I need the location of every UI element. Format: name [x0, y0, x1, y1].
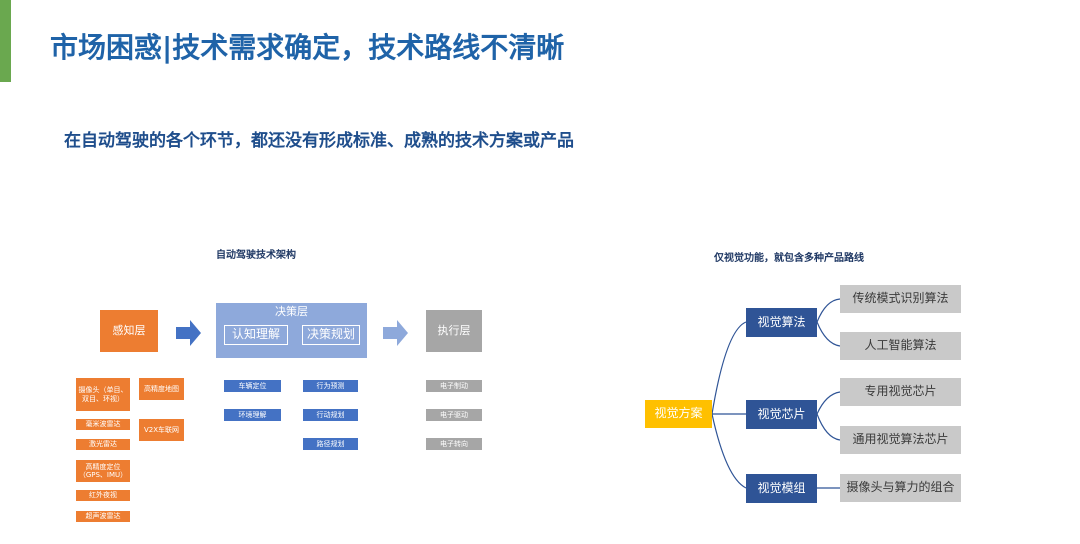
environment-understanding-item: 环境理解 — [224, 409, 281, 421]
cognition-box: 认知理解 — [224, 325, 288, 345]
page-title: 市场困惑|技术需求确定，技术路线不清晰 — [50, 31, 565, 64]
action-planning-item: 行动规划 — [303, 409, 358, 421]
vision-chip-node: 视觉芯片 — [746, 400, 817, 429]
sensor-hd-positioning: 高精度定位（GPS、IMU） — [76, 460, 130, 482]
electronic-steering-item: 电子转向 — [426, 438, 482, 450]
vision-module-node: 视觉模组 — [746, 474, 817, 503]
vehicle-localization-item: 车辆定位 — [224, 380, 281, 392]
behavior-prediction-item: 行为预测 — [303, 380, 358, 392]
vision-algorithm-node: 视觉算法 — [746, 308, 817, 337]
decision-layer-label: 决策层 — [275, 305, 308, 318]
electronic-drive-item: 电子驱动 — [426, 409, 482, 421]
general-vision-chip-leaf: 通用视觉算法芯片 — [840, 426, 961, 454]
vision-solution-root: 视觉方案 — [645, 400, 712, 428]
path-planning-item: 路径规划 — [303, 438, 358, 450]
arrow-right-icon — [176, 320, 201, 346]
decision-layer: 决策层 认知理解 决策规划 — [216, 303, 367, 358]
v2x-item: V2X车联网 — [139, 419, 184, 441]
page-subtitle: 在自动驾驶的各个环节，都还没有形成标准、成熟的技术方案或产品 — [64, 131, 574, 151]
hd-map-item: 高精度地图 — [139, 378, 184, 400]
accent-bar — [0, 0, 11, 82]
ai-algorithm-leaf: 人工智能算法 — [840, 332, 961, 360]
camera-compute-combo-leaf: 摄像头与算力的组合 — [840, 474, 961, 502]
vision-caption: 仅视觉功能，就包含多种产品路线 — [714, 253, 864, 264]
traditional-pattern-recognition-leaf: 传统模式识别算法 — [840, 285, 961, 313]
planning-box: 决策规划 — [302, 325, 360, 345]
architecture-caption: 自动驾驶技术架构 — [216, 250, 296, 261]
arrow-right-icon — [383, 320, 408, 346]
perception-layer: 感知层 — [100, 310, 158, 352]
sensor-camera: 摄像头（单目、双目、环视） — [76, 378, 130, 411]
tree-connectors — [711, 298, 841, 489]
dedicated-vision-chip-leaf: 专用视觉芯片 — [840, 378, 961, 406]
sensor-ultrasonic: 超声波雷达 — [76, 511, 130, 522]
sensor-mmwave-radar: 毫米波雷达 — [76, 419, 130, 430]
sensor-infrared: 红外夜视 — [76, 490, 130, 501]
sensor-lidar: 激光雷达 — [76, 439, 130, 450]
electronic-braking-item: 电子制动 — [426, 380, 482, 392]
execution-layer: 执行层 — [426, 310, 482, 352]
